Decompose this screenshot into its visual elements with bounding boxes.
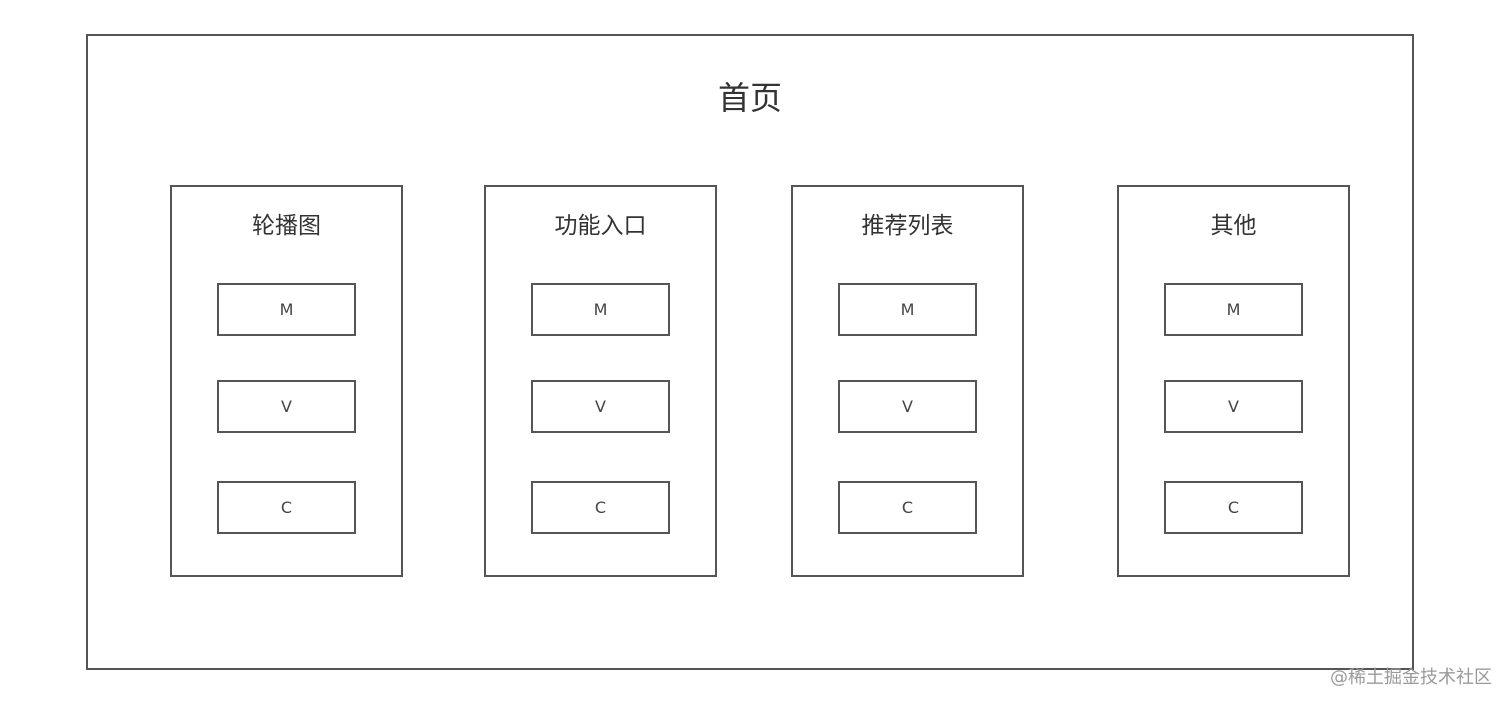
homepage-frame: 首页 轮播图 M V C 功能入口 M V C 推荐列表 M V C 其他 M …: [86, 34, 1414, 670]
module-title: 功能入口: [554, 213, 647, 239]
model-box: M: [1164, 283, 1303, 336]
controller-box: C: [531, 481, 670, 534]
controller-box: C: [1164, 481, 1303, 534]
controller-box: C: [838, 481, 977, 534]
model-box: M: [217, 283, 356, 336]
module-title: 其他: [1210, 213, 1257, 239]
controller-box: C: [217, 481, 356, 534]
view-box: V: [217, 380, 356, 433]
model-box: M: [531, 283, 670, 336]
module-title: 推荐列表: [861, 213, 954, 239]
view-box: V: [531, 380, 670, 433]
module-title: 轮播图: [252, 213, 321, 239]
page-title: 首页: [717, 79, 782, 117]
module-other: 其他 M V C: [1117, 185, 1350, 577]
watermark: @稀土掘金技术社区: [1330, 667, 1492, 688]
module-recommend-list: 推荐列表 M V C: [791, 185, 1024, 577]
module-function-entry: 功能入口 M V C: [484, 185, 717, 577]
view-box: V: [1164, 380, 1303, 433]
module-carousel: 轮播图 M V C: [170, 185, 403, 577]
view-box: V: [838, 380, 977, 433]
model-box: M: [838, 283, 977, 336]
